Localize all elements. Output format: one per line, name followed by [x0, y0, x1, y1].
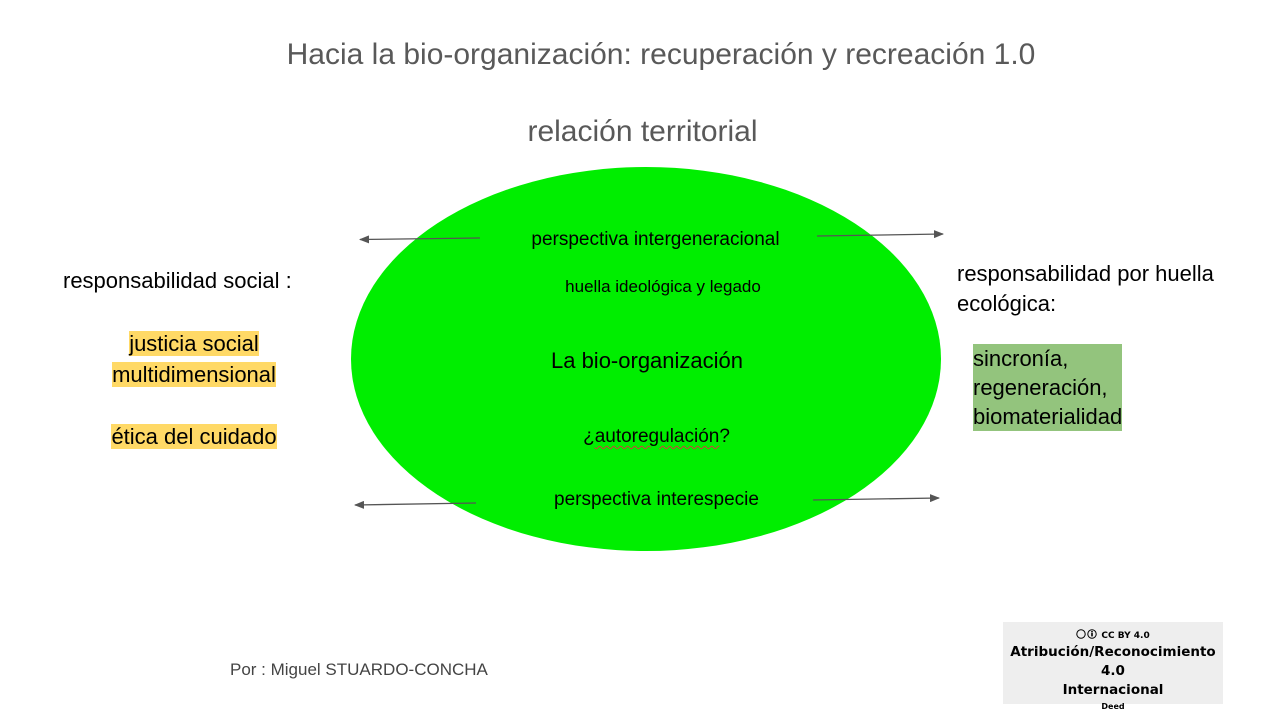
arrow-bottom-right: [812, 494, 940, 503]
right-heading: responsabilidad por huella ecológica:: [957, 261, 1214, 316]
license-badge-row: CC BY 4.0: [1003, 629, 1223, 641]
author-credit: Por : Miguel STUARDO-CONCHA: [230, 660, 488, 679]
ellipse-question: ¿autoregulación?: [0, 426, 1270, 448]
question-suffix: ?: [719, 426, 730, 447]
arrow-top-left: [359, 235, 481, 244]
license-badge: CC BY 4.0 Atribución/Reconocimiento 4.0 …: [1003, 622, 1223, 711]
arrow-top-right: [816, 230, 944, 239]
slide-title: Hacia la bio-organización: recuperación …: [286, 38, 1036, 71]
right-item: regeneración,: [973, 375, 1108, 400]
ellipse-top-text: perspectiva intergeneracional: [531, 229, 780, 250]
arrow-bottom-left: [354, 500, 477, 509]
ellipse-center-text: La bio-organización: [550, 348, 744, 373]
left-list: justicia social multidimensional ética d…: [98, 328, 290, 452]
license-code: CC BY 4.0: [1101, 631, 1150, 641]
left-item: justicia social: [129, 331, 259, 356]
right-list: sincronía, regeneración, biomaterialidad: [973, 344, 1123, 431]
ellipse-second-text: huella ideológica y legado: [565, 277, 761, 296]
license-name: Atribución/Reconocimiento 4.0 Internacio…: [1003, 643, 1223, 700]
question-word: autoregulación: [594, 426, 720, 447]
ellipse-bottom-text: perspectiva interespecie: [554, 489, 759, 510]
left-item: ética del cuidado: [111, 424, 277, 449]
right-item: sincronía,: [973, 346, 1069, 371]
license-name-line2: Internacional: [1062, 682, 1164, 698]
cc-by-icon: [1076, 629, 1097, 639]
slide-subtitle: relación territorial: [527, 115, 758, 148]
left-item: multidimensional: [112, 362, 276, 387]
right-item: biomaterialidad: [973, 404, 1123, 429]
license-name-line1: Atribución/Reconocimiento 4.0: [1010, 644, 1216, 679]
bio-organization-ellipse: [351, 167, 941, 551]
license-deed: Deed: [1101, 702, 1125, 711]
question-prefix: ¿: [583, 426, 595, 447]
left-heading: responsabilidad social :: [63, 268, 292, 293]
